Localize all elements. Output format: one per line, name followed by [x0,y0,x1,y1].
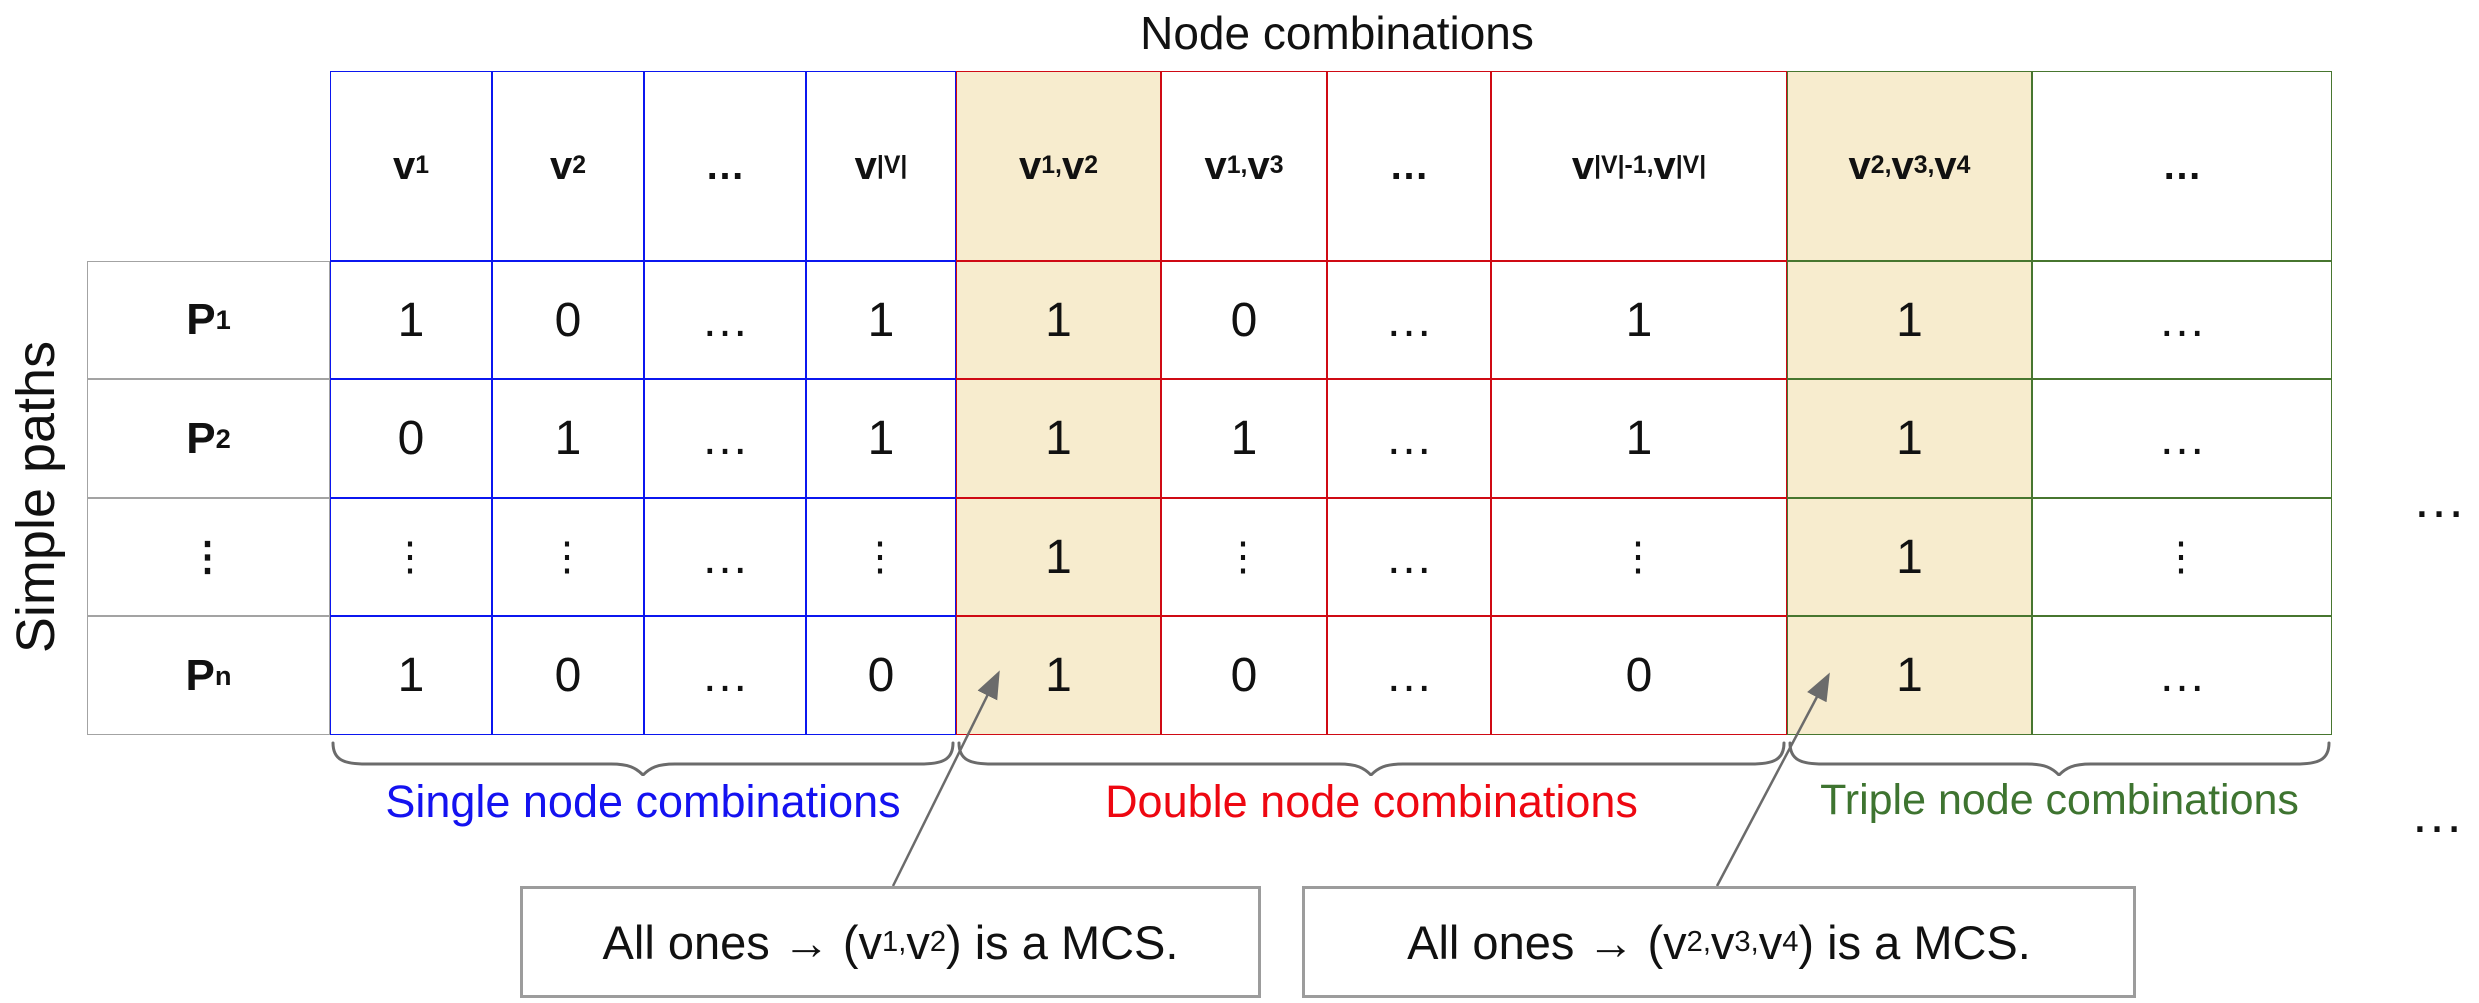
cell: 1 [806,379,956,498]
single-group-label: Single node combinations [385,776,901,827]
cell: ⋮ [806,498,956,616]
cell: 1 [806,261,956,379]
more-columns-ellipsis: … [2412,469,2466,529]
cell: 0 [492,261,644,379]
row-header-ellipsis: ⋮ [87,498,330,616]
cell: 0 [330,379,492,498]
cell: 0 [806,616,956,735]
cell: 1 [1161,379,1327,498]
more-groups-ellipsis: … [2410,784,2464,844]
cell: 0 [1491,616,1787,735]
double-group-label: Double node combinations [1105,776,1638,827]
col-header-ellipsis-double: … [1327,71,1491,261]
cell: … [644,261,806,379]
corner-spacer [87,71,330,261]
col-header-vV: v|V| [806,71,956,261]
cell: … [2032,379,2332,498]
row-axis-title: Simple paths [6,340,66,654]
cell: 1 [1491,261,1787,379]
cell-highlighted: 1 [956,379,1161,498]
cell: … [1327,261,1491,379]
cell: … [1327,616,1491,735]
triple-group-label: Triple node combinations [1820,776,2299,824]
cell: … [1327,379,1491,498]
cell: ⋮ [2032,498,2332,616]
cell: 0 [1161,261,1327,379]
cell-highlighted: 1 [1787,498,2032,616]
column-axis-title: Node combinations [1140,7,1534,59]
cell: ⋮ [330,498,492,616]
cell: 0 [492,616,644,735]
cell-highlighted: 1 [956,616,1161,735]
cell-highlighted: 1 [956,261,1161,379]
col-header-ellipsis-single: … [644,71,806,261]
cell: … [644,498,806,616]
single-group-brace [331,741,955,776]
cell: 1 [492,379,644,498]
cell: ⋮ [1161,498,1327,616]
cell: … [644,379,806,498]
cell-highlighted: 1 [956,498,1161,616]
cell: 1 [1491,379,1787,498]
cell: … [2032,616,2332,735]
cell: 1 [330,616,492,735]
cell: … [1327,498,1491,616]
cell-highlighted: 1 [1787,379,2032,498]
cell-highlighted: 1 [1787,261,2032,379]
cell: 0 [1161,616,1327,735]
cell-highlighted: 1 [1787,616,2032,735]
col-header-vV1-vV: v|V|-1, v|V| [1491,71,1787,261]
cell: ⋮ [1491,498,1787,616]
cell: … [2032,261,2332,379]
triple-group-brace [1788,741,2331,776]
cell: ⋮ [492,498,644,616]
double-group-brace [957,741,1786,776]
col-header-ellipsis-triple: … [2032,71,2332,261]
cell: … [644,616,806,735]
cell: 1 [330,261,492,379]
